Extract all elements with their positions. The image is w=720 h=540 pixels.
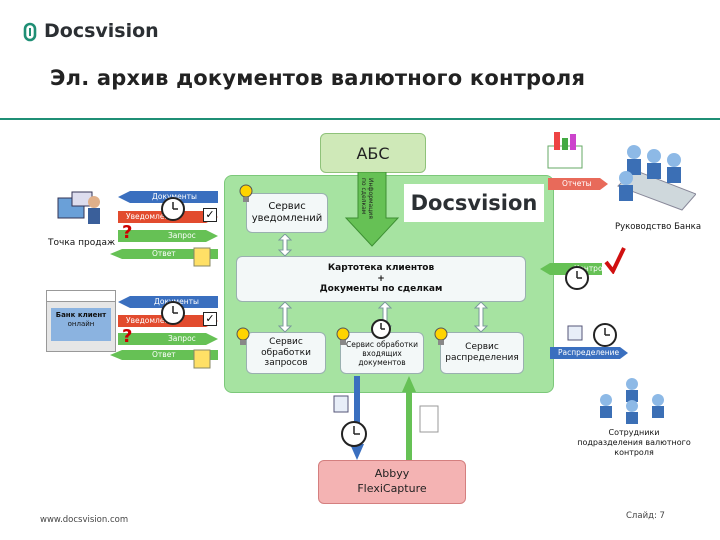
bank-client-window: Банк клиент онлайн — [46, 290, 116, 352]
answer-arrow — [110, 350, 218, 360]
request-arrow-label: Запрос — [168, 231, 196, 240]
bulb-icon — [434, 327, 448, 345]
sync-arrow-icon — [378, 302, 392, 332]
note-icon — [193, 247, 211, 267]
sync-arrow-icon — [278, 302, 292, 332]
request-service: Сервис обработки запросов — [246, 332, 326, 374]
client-card-label: Картотека клиентов + Документы по сделка… — [319, 262, 443, 295]
answer-arrow-label: Ответ — [152, 249, 176, 258]
request-arrow — [118, 230, 218, 242]
abbyy-line1: Abbyy — [374, 467, 410, 481]
abs-down-arrow — [344, 172, 400, 247]
bank-client-subtitle: онлайн — [67, 320, 95, 329]
checkmark-icon — [604, 247, 626, 274]
deal-info-label: Информация по сделкам — [360, 178, 374, 219]
client-card-store: Картотека клиентов + Документы по сделка… — [236, 256, 526, 302]
check-icon: ✓ — [203, 312, 217, 326]
notice-arrow-label: Уведомление — [126, 212, 179, 221]
scanned-document-icon — [419, 405, 439, 433]
question-icon: ? — [122, 222, 133, 243]
abbyy-line2: FlexiCapture — [357, 482, 427, 495]
panel-logo-text: Docsvision — [410, 191, 538, 215]
sales-point-icon — [52, 188, 104, 228]
staff-people-icon — [600, 378, 664, 424]
bulb-icon — [236, 327, 250, 345]
abbyy-up-arrow — [402, 376, 416, 460]
abbyy-flexicapture-box: Abbyy FlexiCapture — [318, 460, 466, 504]
sync-arrow-icon — [278, 234, 292, 256]
docsvision-logo-icon — [23, 22, 37, 42]
brand-name: Docsvision — [44, 20, 159, 42]
docs-arrow — [118, 191, 218, 203]
header-divider — [0, 118, 720, 120]
request-arrow-label: Запрос — [168, 334, 196, 343]
request-arrow — [118, 333, 218, 345]
footer-url[interactable]: www.docsvision.com — [40, 515, 129, 525]
request-service-label: Сервис обработки запросов — [261, 336, 311, 369]
document-icon — [567, 325, 583, 341]
incoming-down-arrow — [350, 376, 364, 460]
reports-arrow-label: Отчеты — [562, 179, 592, 188]
sales-point-label: Точка продаж — [48, 238, 116, 248]
question-icon: ? — [122, 326, 133, 347]
bulb-icon — [239, 184, 253, 202]
distribution-arrow — [550, 347, 628, 359]
notification-service: Сервис уведомлений — [246, 193, 328, 233]
abs-box: АБС — [320, 133, 426, 173]
notification-service-label: Сервис уведомлений — [251, 201, 323, 224]
clock-icon — [161, 301, 185, 325]
management-people-icon — [617, 145, 696, 211]
management-label: Руководство Банка — [614, 222, 702, 232]
clock-icon — [565, 266, 589, 290]
clock-icon — [161, 197, 185, 221]
notice-arrow-label: Уведомление — [126, 316, 179, 325]
answer-arrow-label: Ответ — [152, 350, 176, 359]
clock-icon — [341, 421, 367, 447]
clock-icon — [371, 319, 391, 339]
distribution-arrow-label: Распределение — [558, 348, 620, 357]
sync-arrow-icon — [474, 302, 488, 332]
panel-logo-box: Docsvision — [404, 184, 544, 222]
distribution-service: Сервис распределения — [440, 332, 524, 374]
incoming-service-label: Сервис обработки входящих документов — [346, 339, 418, 367]
bank-client-title: Банк клиент — [55, 311, 107, 319]
clock-icon — [593, 323, 617, 347]
control-arrow-label: Контроль — [574, 264, 612, 273]
distribution-service-label: Сервис распределения — [445, 342, 519, 363]
check-icon: ✓ — [203, 208, 217, 222]
slide-number: Слайд: 7 — [626, 511, 665, 521]
bulb-icon — [336, 327, 350, 345]
brand-logo — [22, 22, 40, 46]
answer-arrow — [110, 249, 218, 259]
docs-arrow-label: Документы — [154, 297, 199, 306]
docs-arrow-label: Документы — [152, 192, 197, 201]
page-title: Эл. архив документов валютного контроля — [50, 66, 586, 90]
reports-arrow — [548, 178, 608, 190]
note-icon — [193, 349, 211, 369]
docs-arrow — [118, 296, 218, 308]
staff-label: Сотрудники подразделения валютного контр… — [577, 428, 691, 457]
report-chart-icon — [547, 132, 583, 169]
document-icon — [333, 395, 349, 413]
